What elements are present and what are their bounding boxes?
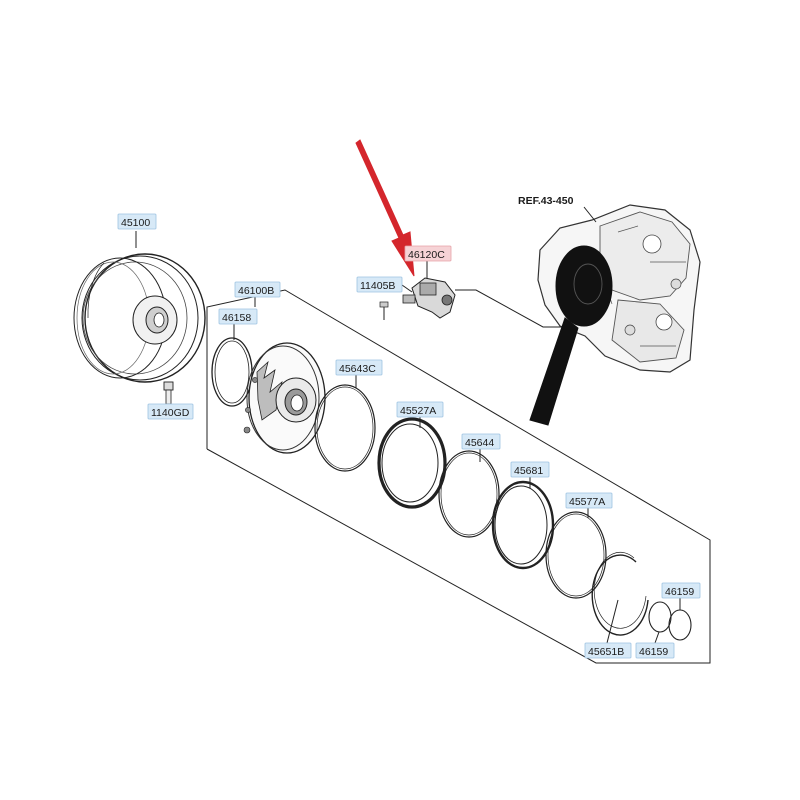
label-11405B: 11405B — [356, 276, 403, 293]
svg-text:45651B: 45651B — [588, 646, 624, 658]
label-45100: 45100 — [117, 213, 157, 230]
svg-text:45100: 45100 — [121, 217, 150, 229]
svg-text:45644: 45644 — [465, 437, 494, 449]
label-46120C: 46120C — [404, 245, 452, 262]
label-46100B: 46100B — [234, 281, 281, 298]
svg-text:45577A: 45577A — [569, 496, 605, 508]
svg-text:45527A: 45527A — [400, 405, 436, 417]
svg-text:REF.43-450: REF.43-450 — [518, 195, 574, 207]
svg-text:46120C: 46120C — [408, 249, 445, 261]
svg-text:45643C: 45643C — [339, 363, 376, 375]
seal-rings — [314, 384, 692, 641]
label-46158: 46158 — [218, 308, 258, 325]
label-1140GD: 1140GD — [147, 403, 194, 420]
svg-text:11405B: 11405B — [360, 280, 395, 292]
label-46159-upper: 46159 — [661, 582, 701, 599]
assembly-frame — [206, 289, 711, 664]
svg-text:1140GD: 1140GD — [151, 407, 190, 419]
label-45527A: 45527A — [396, 401, 444, 418]
oil-pump — [211, 337, 326, 454]
label-45577A: 45577A — [565, 492, 613, 509]
label-45681: 45681 — [510, 461, 550, 478]
label-46159-lower: 46159 — [635, 642, 675, 659]
speed-sensor — [379, 277, 568, 328]
leader-lines — [135, 231, 681, 644]
torque-converter — [73, 253, 206, 383]
svg-text:45681: 45681 — [514, 465, 543, 477]
svg-text:46158: 46158 — [222, 312, 251, 324]
label-45643C: 45643C — [335, 359, 383, 376]
svg-text:46100B: 46100B — [238, 285, 274, 297]
label-ref-43-450: REF.43-450 — [518, 195, 574, 207]
transmission-housing — [529, 204, 701, 426]
label-45651B: 45651B — [584, 642, 632, 659]
svg-text:46159: 46159 — [639, 646, 668, 658]
label-45644: 45644 — [461, 433, 501, 450]
svg-text:46159: 46159 — [665, 586, 694, 598]
